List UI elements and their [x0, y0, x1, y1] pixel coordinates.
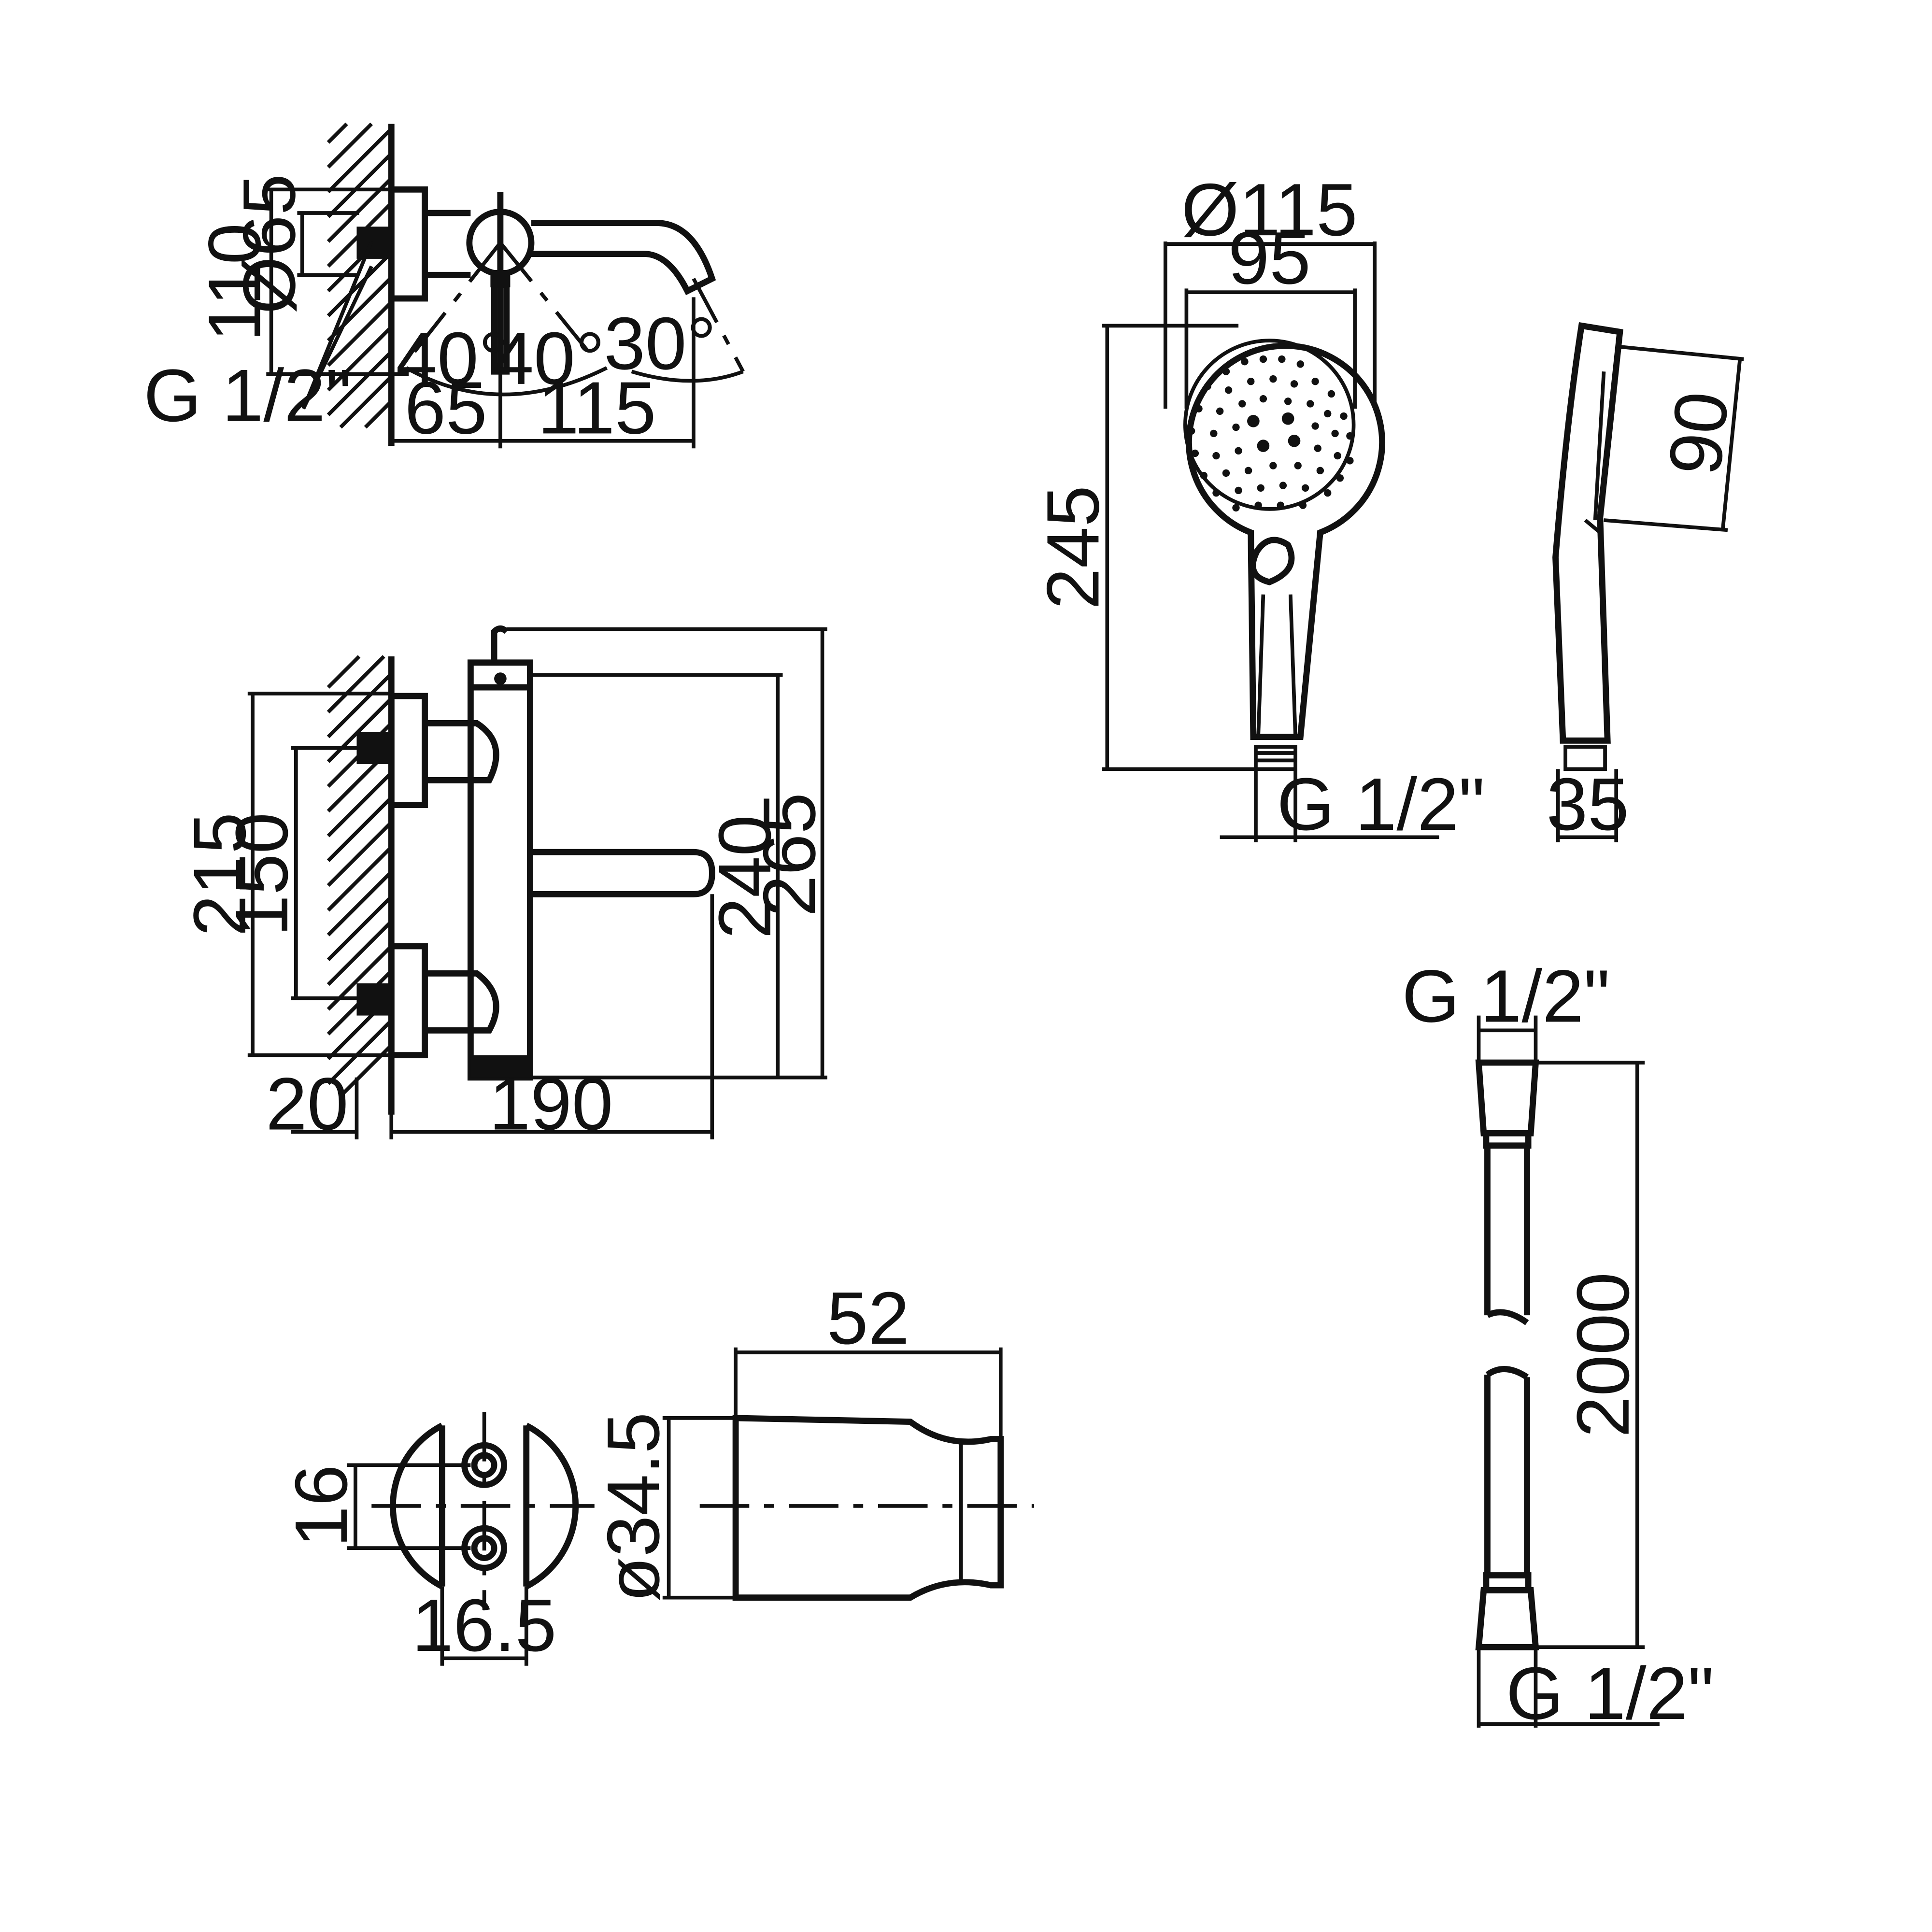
hose: G 1/2" 2000 G 1/2" — [1402, 954, 1714, 1735]
hose-bottom-nut — [1475, 1587, 1539, 1650]
dim-height-215: 215 — [178, 812, 261, 937]
hose-top-nut — [1475, 1059, 1539, 1136]
dim-wall-20: 20 — [266, 1062, 348, 1145]
threaded-inlet — [356, 227, 392, 259]
hand-shower-side: 90 35 — [1547, 322, 1744, 846]
dim-angle-left: 40° — [396, 317, 509, 400]
dim-height-150: 150 — [220, 812, 303, 937]
upper-flange — [388, 693, 428, 809]
hose-break-top — [1486, 1309, 1529, 1325]
dim-hose-length: 2000 — [1562, 1272, 1645, 1437]
front-spout — [530, 849, 715, 897]
nozzle-pattern — [1187, 355, 1354, 511]
dim-side-90: 90 — [1653, 388, 1744, 479]
dim-angle-right: 40° — [493, 317, 605, 400]
dim-diameter-65: Ø65 — [227, 174, 311, 314]
lower-inlet-thread — [356, 983, 392, 1016]
holder-side: 52 ø34.5 — [592, 1277, 1035, 1602]
dim-height-110: 110 — [193, 223, 276, 341]
side-outline — [1552, 322, 1623, 744]
side-thread — [1563, 745, 1607, 771]
dim-height-240: 240 — [703, 815, 786, 939]
shower-thread — [1254, 745, 1297, 771]
spout — [531, 220, 716, 296]
dim-depth-115: 115 — [538, 366, 656, 449]
dim-plate-width: 16.5 — [412, 1584, 556, 1667]
holder-body — [732, 1415, 1004, 1601]
upper-inlet-thread — [356, 732, 392, 765]
label-hose-thread-top: G 1/2" — [1402, 954, 1610, 1037]
mixer-top-view: 110 Ø65 40° 40° 30° G 1/2" 65 115 — [143, 122, 745, 449]
dim-depth-65: 65 — [405, 366, 487, 449]
dim-angle-spout: 30° — [604, 302, 716, 385]
spray-face — [1183, 339, 1356, 511]
dim-face-diameter: 95 — [1228, 216, 1311, 299]
holder-front: 16 16.5 — [280, 1412, 595, 1667]
dim-height-265: 265 — [748, 793, 831, 917]
hand-shower-front: Ø115 95 245 G 1/2" — [1031, 168, 1485, 846]
label-hose-thread-bottom: G 1/2" — [1506, 1652, 1714, 1735]
wall-hatch-front — [327, 655, 395, 1115]
label-shower-thread: G 1/2" — [1277, 763, 1485, 846]
dim-outer-diameter: Ø115 — [1181, 168, 1358, 251]
label-connection: G 1/2" — [143, 354, 352, 437]
dim-side-35: 35 — [1547, 763, 1629, 846]
mixer-front-view: 215 150 240 265 20 190 — [178, 625, 831, 1145]
dim-length-245: 245 — [1031, 485, 1114, 610]
dim-spout-190: 190 — [489, 1062, 613, 1145]
hose-break-bottom — [1485, 1366, 1529, 1380]
lever-top — [491, 625, 509, 663]
lower-flange — [388, 943, 428, 1059]
dim-holder-length: 52 — [827, 1277, 909, 1360]
wall-flange — [388, 186, 428, 302]
rotation-arc — [405, 366, 608, 397]
dim-hole-spacing: 16 — [280, 1464, 363, 1547]
dim-holder-diameter: ø34.5 — [592, 1412, 675, 1602]
button — [1250, 537, 1295, 585]
